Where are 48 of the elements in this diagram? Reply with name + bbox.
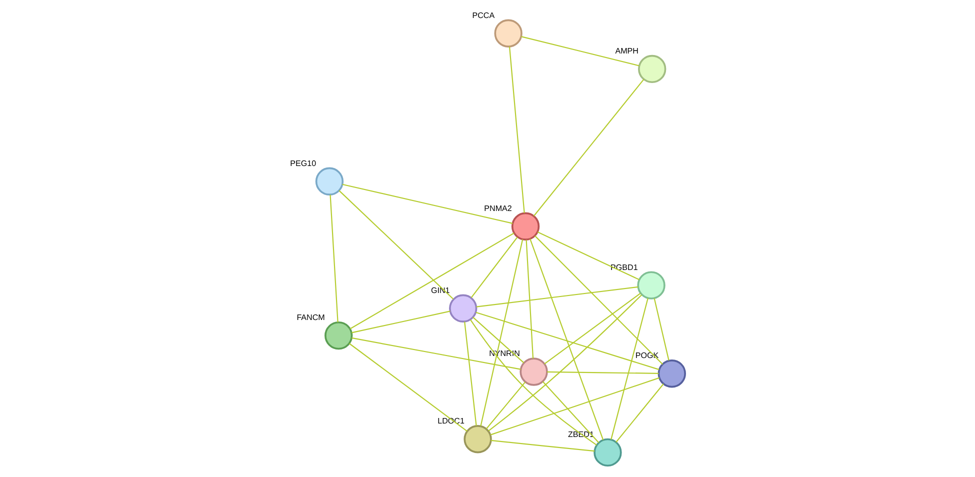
connector — [490, 377, 660, 436]
node-label: PEG10 — [290, 158, 316, 168]
connector — [472, 316, 524, 364]
connector — [508, 46, 525, 214]
node-circle — [658, 360, 686, 388]
connector — [352, 337, 521, 370]
connector — [488, 294, 642, 432]
node-circle — [511, 212, 540, 240]
connector — [616, 384, 664, 442]
connector — [338, 190, 454, 300]
connector — [547, 371, 659, 374]
node-label: FANCM — [296, 313, 325, 322]
node-circle — [449, 294, 478, 322]
connector — [348, 343, 468, 432]
connector — [537, 232, 640, 280]
node-circle — [520, 358, 548, 386]
connector — [470, 319, 597, 446]
connector — [533, 78, 644, 216]
connector — [544, 292, 641, 364]
connector — [654, 298, 670, 361]
connector — [490, 440, 595, 452]
connector — [352, 310, 450, 334]
node-circle — [324, 321, 353, 350]
node-circle — [637, 271, 666, 300]
connector — [464, 322, 477, 426]
node-circle — [464, 425, 492, 454]
node-circle — [638, 54, 666, 84]
node-circle — [315, 167, 344, 196]
connector — [476, 312, 660, 370]
connector — [542, 381, 600, 444]
connector — [610, 298, 648, 440]
connector — [480, 239, 524, 426]
connector — [470, 236, 518, 298]
node-circle — [594, 438, 622, 467]
connector — [526, 240, 534, 359]
connector — [521, 36, 640, 66]
connector — [530, 238, 604, 440]
connector — [534, 235, 663, 365]
connector — [350, 232, 514, 330]
node-label: AMPH — [615, 46, 638, 56]
node-label: PGBD1 — [610, 262, 638, 272]
connector — [330, 194, 338, 322]
node-circle — [494, 19, 522, 48]
connector — [342, 184, 513, 224]
node-label: PNMA2 — [484, 204, 512, 213]
node-label: PCCA — [472, 10, 495, 20]
connector — [476, 286, 638, 308]
connector — [486, 382, 526, 430]
